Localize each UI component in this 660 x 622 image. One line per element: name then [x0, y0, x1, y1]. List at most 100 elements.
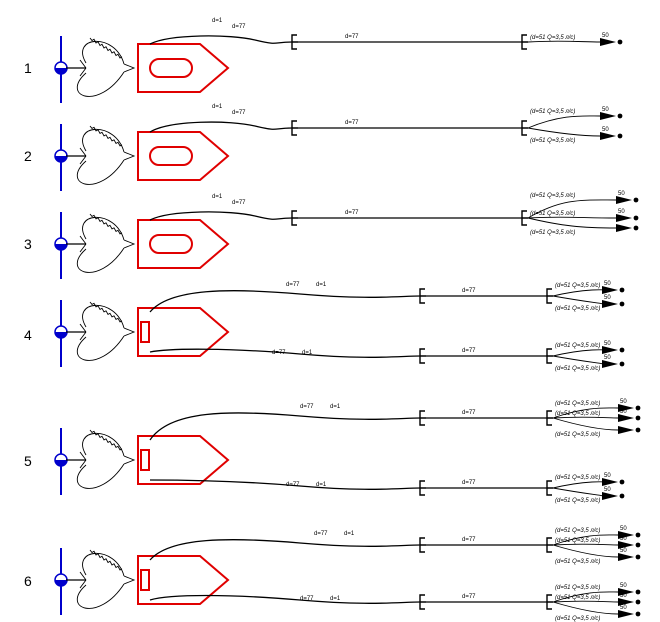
- branch-label: (d=51 Q=3,5 л/с): [555, 585, 600, 591]
- pump-inlet: [123, 327, 136, 337]
- suction-hose-bottom: [76, 463, 125, 489]
- branch-line: (d=51 Q=3,5 л/с) 50: [527, 107, 623, 129]
- branch-splitter-icon: [546, 410, 553, 426]
- hose-diameter-label: d=77: [286, 482, 300, 488]
- nozzle-arrow-icon: [618, 541, 634, 549]
- branch-label: (d=51 Q=3,5 л/с): [555, 306, 600, 312]
- nozzle-diameter-label: 50: [618, 209, 625, 215]
- nozzle-diameter-label: 50: [618, 191, 625, 197]
- pump-inlet: [123, 63, 136, 73]
- branch-label: (d=51 Q=3,5 л/с): [555, 498, 600, 504]
- working-hose: [552, 591, 619, 603]
- nozzle-arrow-icon: [618, 426, 634, 434]
- nozzle-diameter-label: 50: [602, 107, 609, 113]
- main-hose: [149, 594, 421, 604]
- main-hose: [149, 412, 421, 441]
- row-number: 3: [24, 236, 32, 252]
- branch-line: (d=51 Q=3,5 л/с)50: [527, 33, 623, 46]
- branch-line: (d=51 Q=3,5 л/с): [527, 217, 639, 236]
- hose-diameter-label: d=77: [300, 596, 314, 602]
- trunk-diameter-label: d=77: [462, 410, 476, 416]
- suction-hose-top: [82, 217, 125, 241]
- nozzle-tip: [633, 197, 639, 203]
- nozzle-diameter-label: 50: [604, 355, 611, 361]
- hose-length-label: d=1: [330, 404, 341, 410]
- nozzle-diameter-label: 50: [620, 583, 627, 589]
- working-hose: [527, 115, 601, 129]
- row-1: 1 d=1d=77d=77(d=51 Q=3,5 л/с)50: [24, 18, 623, 103]
- nozzle-tip: [619, 287, 625, 293]
- nozzle-tip: [633, 215, 639, 221]
- row-number: 4: [24, 327, 32, 343]
- nozzle-arrow-icon: [600, 112, 616, 120]
- nozzle-tip: [617, 113, 623, 119]
- branch-line: (d=51 Q=3,5 л/с)50: [552, 536, 641, 549]
- working-hose: [552, 600, 619, 603]
- hydrant-icon-fill: [55, 156, 67, 162]
- branch-line: (d=51 Q=3,5 л/с)50: [527, 191, 639, 219]
- pump-compartment-icon: [140, 321, 150, 343]
- nozzle-tip: [635, 532, 641, 538]
- trunk-diameter-label: d=77: [345, 210, 359, 216]
- nozzle-tip: [635, 589, 641, 595]
- working-hose: [552, 534, 619, 546]
- nozzle-diameter-label: 50: [604, 487, 611, 493]
- working-hose: [552, 416, 619, 419]
- nozzle-diameter-label: 50: [620, 605, 627, 611]
- suction-hose-clamp: [79, 235, 87, 253]
- suction-hose-fringe: [89, 429, 123, 451]
- trunk-diameter-label: d=77: [462, 594, 476, 600]
- suction-hose-top: [82, 305, 125, 329]
- hose-diameter-label: d=77: [232, 110, 246, 116]
- nozzle-tip: [635, 542, 641, 548]
- branch-label: (d=51 Q=3,5 л/с): [530, 35, 575, 41]
- row-number: 5: [24, 453, 32, 469]
- branch-label: (d=51 Q=3,5 л/с): [555, 283, 600, 289]
- branch-line: (d=51 Q=3,5 л/с)50: [552, 473, 625, 489]
- hose-diameter-label: d=77: [286, 282, 300, 288]
- nozzle-tip: [635, 427, 641, 433]
- branch-label: (d=51 Q=3,5 л/с): [555, 528, 600, 534]
- trunk-diameter-label: d=77: [345, 120, 359, 126]
- nozzle-arrow-icon: [602, 300, 618, 308]
- suction-hose-fringe: [89, 549, 123, 571]
- nozzle-arrow-icon: [618, 531, 634, 539]
- main-hose: [149, 479, 421, 490]
- branch-label: (d=51 Q=3,5 л/с): [555, 401, 600, 407]
- nozzle-tip: [635, 415, 641, 421]
- main-hose: [149, 35, 293, 45]
- trunk-diameter-label: d=77: [462, 288, 476, 294]
- hydrant-icon-fill: [55, 68, 67, 74]
- branch-splitter-icon: [419, 594, 426, 610]
- nozzle-arrow-icon: [600, 38, 616, 46]
- branch-label: (d=51 Q=3,5 л/с): [530, 109, 575, 115]
- nozzle-arrow-icon: [616, 214, 632, 222]
- nozzle-diameter-label: 50: [604, 295, 611, 301]
- nozzle-arrow-icon: [618, 404, 634, 412]
- nozzle-arrow-icon: [618, 553, 634, 561]
- nozzle-arrow-icon: [618, 588, 634, 596]
- hydrant-icon-fill: [55, 332, 67, 338]
- branch-splitter-icon: [546, 480, 553, 496]
- branch-line: (d=51 Q=3,5 л/с)50: [552, 544, 641, 565]
- branch-splitter-icon: [419, 348, 426, 364]
- pump-inlet: [123, 455, 136, 465]
- nozzle-arrow-icon: [602, 346, 618, 354]
- branch-splitter-icon: [521, 34, 528, 50]
- nozzle-diameter-label: 50: [620, 593, 627, 599]
- branch-splitter-icon: [419, 537, 426, 553]
- hose-length-label: d=1: [302, 350, 313, 356]
- nozzle-diameter-label: 50: [602, 127, 609, 133]
- branch-label: (d=51 Q=3,5 л/с): [555, 538, 600, 544]
- working-hose: [527, 40, 601, 43]
- row-2: 2d=1d=77d=77(d=51 Q=3,5 л/с)50(d=51 Q=3,…: [24, 104, 623, 191]
- working-hose: [552, 349, 604, 357]
- nozzle-arrow-icon: [618, 610, 634, 618]
- suction-hose-bottom: [76, 71, 125, 97]
- hose-line: d=1d=77d=77(d=51 Q=3,5 л/с)50: [149, 18, 623, 50]
- row-number: 1: [24, 60, 32, 76]
